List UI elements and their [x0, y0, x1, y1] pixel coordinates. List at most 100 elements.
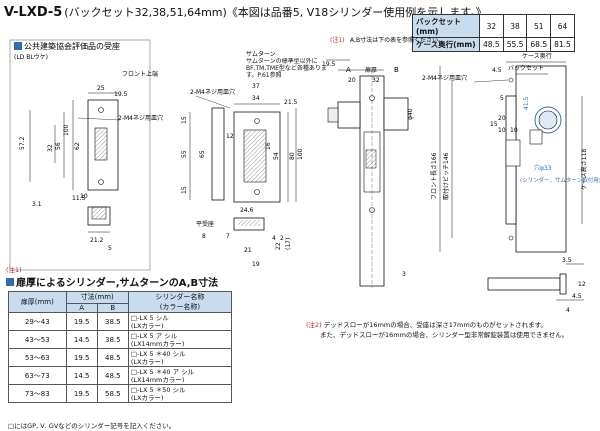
cyl-dim-a: A: [346, 66, 351, 74]
label-case-height: ケース高さ118: [580, 149, 588, 190]
cell: 32: [479, 14, 504, 38]
left-dim-56: 56: [55, 142, 62, 150]
cyl-dim-32: 32: [372, 77, 380, 84]
pin-dim-4-5: 4.5: [572, 293, 582, 300]
mid-dim-34: 34: [252, 95, 260, 102]
cyl-section-title: 扉厚によるシリンダー,サムターンのA,B寸法: [6, 274, 218, 289]
mid-dim-55: 55: [181, 150, 188, 158]
row-header: ケース奥行(mm): [412, 37, 480, 52]
cylinder-drawing: (注1) A,B寸法は下の表を参照ください。 サムターン サムターンの標準型以外…: [246, 36, 444, 288]
cell: 48.5: [479, 37, 504, 52]
label-front-edge: フロント上端: [122, 70, 158, 78]
cell-model: □-LX 5 ＊40 ア シル(LX14mmカラー): [127, 366, 233, 385]
right-dim-20: 20: [498, 115, 506, 122]
right-dim-5: 5: [500, 95, 504, 102]
left-dim-21-2: 21.2: [90, 237, 104, 244]
note1-num: (注1): [6, 266, 22, 274]
mid-strike-drawing: 2-M4ネジ用皿穴 34 37 15 55 15 65 24.6 21.5 16…: [181, 83, 304, 268]
mid-dim-17: (17): [285, 238, 292, 250]
left-dim-57-2: 57.2: [19, 136, 26, 150]
frame-box: [9, 39, 151, 271]
note2-text1: デッドスローが16mmの場合、受座は深さ17mmのものがセットされます。: [323, 321, 548, 329]
cell-thickness: 53～63: [8, 348, 67, 367]
mid-dim-19: 19: [252, 261, 260, 268]
row-header: バックセット(mm): [412, 14, 480, 38]
label-right-screw: 2-M4ネジ用皿穴: [422, 74, 467, 82]
label-flat-seat: 平受座: [196, 220, 214, 228]
note-turn-title: サムターン: [246, 50, 276, 58]
cell-a: 14.5: [65, 330, 98, 349]
cyl-dim-3: 3: [402, 271, 406, 278]
note-turn-text: サムターンの標準型以外にBF,TM,TME型など各種あります。P.61参照: [246, 58, 327, 79]
cell-a: 19.5: [65, 348, 98, 367]
col-dim: 寸法(mm): [65, 291, 129, 304]
pin-dim-3-5: 3.5: [562, 257, 572, 264]
cell-thickness: 73～83: [8, 384, 67, 403]
cylinder-table: 扉厚(mm) 寸法(mm) シリンダー名称 (カラー名称) A B 29～43 …: [8, 291, 233, 403]
cyl-dim-19-5: 19.5: [322, 61, 336, 68]
mid-dim-8: 8: [202, 233, 206, 240]
cell: 81.5: [550, 37, 575, 52]
note2-num: (注2): [306, 321, 322, 329]
pin-dim-12: 12: [578, 281, 586, 288]
col-name-sub: (カラー名称): [159, 303, 201, 311]
cyl-dim-b: B: [394, 66, 399, 74]
mid-dim-22: 22: [275, 242, 282, 250]
cell: 55.5: [502, 37, 528, 52]
cell-a: 19.5: [65, 384, 98, 403]
note-ab-text: A,B寸法は下の表を参照ください。: [350, 36, 444, 44]
mid-dim-12: 12: [226, 133, 234, 140]
col-b: B: [96, 302, 129, 314]
table-footnote: □にはGP, V, GVなどのシリンダー記号を記入ください。: [8, 422, 176, 430]
cell-thickness: 63～73: [8, 366, 67, 385]
mid-dim-15b: 15: [181, 186, 188, 194]
mid-dim-65: 65: [199, 150, 206, 158]
left-dim-3-1: 3.1: [32, 201, 42, 208]
cyl-door-thickness: 扉厚: [365, 66, 377, 74]
label-pitch: 取付けビッチ146: [442, 152, 450, 200]
table-row: 29～43 19.5 38.5 □-LX 5 シル(LXカラー): [8, 312, 233, 331]
cell-model: □-LX 5 ＊50 シル(LXカラー): [127, 384, 233, 403]
right-dim-10b: 10: [510, 127, 518, 134]
col-a: A: [65, 302, 98, 314]
cell-a: 19.5: [65, 312, 98, 331]
label-left-screw: 2-M4ネジ用皿穴: [118, 114, 163, 122]
col-thickness: 扉厚(mm): [8, 291, 67, 313]
left-dim-10: 10: [80, 193, 88, 200]
table-row: 63～73 14.5 48.5 □-LX 5 ＊40 ア シル(LX14mmカラ…: [8, 366, 233, 385]
mid-dim-21-5: 21.5: [284, 99, 298, 106]
left-dim-5: 5: [108, 245, 112, 252]
cell-a: 14.5: [65, 366, 98, 385]
cell-model: □-LX 5 ＊40 シル(LXカラー): [127, 348, 233, 367]
right-dim-41-5: 41.5: [523, 96, 530, 110]
mid-dim-37: 37: [252, 83, 260, 90]
mid-dim-54: 54: [273, 152, 280, 160]
page-title: V-LXD-5(バックセット32,38,51,64mm)《本図は品番5, V18…: [4, 4, 487, 20]
col-name-main: シリンダー名称: [155, 293, 205, 301]
mid-dim-7: 7: [226, 233, 230, 240]
cell-b: 58.5: [96, 384, 129, 403]
label-hole-note: (シリンダー、サムターン取付用): [520, 176, 600, 184]
model-name: V-LXD-5: [4, 5, 63, 20]
cyl-dim-20: 20: [348, 77, 356, 84]
left-dim-32: 32: [47, 144, 54, 152]
mid-dim-100: 100: [297, 148, 304, 160]
left-dim-25: 25: [97, 85, 105, 92]
table-row: 73～83 19.5 58.5 □-LX 5 ＊50 シル(LXカラー): [8, 384, 233, 403]
cell-b: 48.5: [96, 348, 129, 367]
table-row: 53～63 19.5 48.5 □-LX 5 ＊40 シル(LXカラー): [8, 348, 233, 367]
left-subheading: (LD BLウケ): [14, 53, 48, 61]
dead-pin-drawing: 3.5 4.5 12 4: [487, 257, 586, 314]
note2-line2: また、デッドスローが16mmの場合、シリンダー型非常解錠装置は使用できません。: [320, 331, 569, 339]
cell-b: 38.5: [96, 312, 129, 331]
right-dim-10a: 10: [498, 127, 506, 134]
label-backset: バックセット: [508, 65, 544, 72]
right-dim-4-5: 4.5: [492, 67, 502, 74]
cell-model: □-LX 5 ア シル(LX14mmカラー): [127, 330, 233, 349]
col-name: シリンダー名称 (カラー名称): [127, 291, 233, 313]
table-row: バックセット(mm) 32 38 51 64: [412, 14, 575, 38]
mid-dim-2: 2: [280, 235, 284, 242]
left-dim-19-5: 19.5: [114, 91, 128, 98]
table-row: 43～53 14.5 38.5 □-LX 5 ア シル(LX14mmカラー): [8, 330, 233, 349]
label-hole: 穴φ33: [534, 164, 552, 172]
